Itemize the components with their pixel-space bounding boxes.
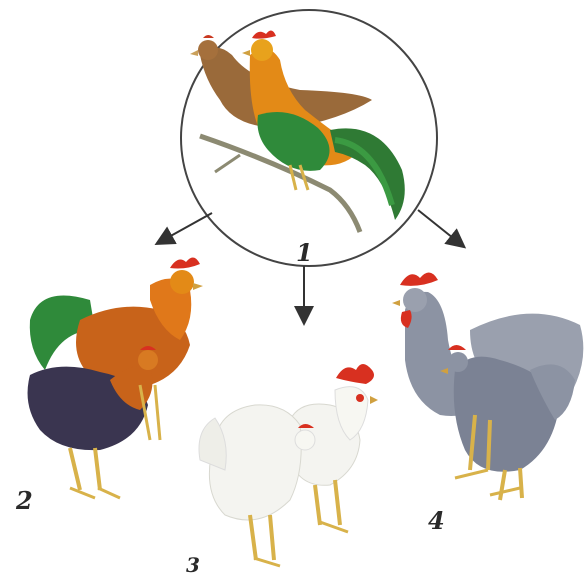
label-breed-4: 4 bbox=[428, 506, 445, 535]
arrow-to-breed-4 bbox=[418, 210, 463, 246]
breed-3-birds bbox=[199, 364, 378, 566]
label-ancestor: 1 bbox=[296, 238, 313, 267]
label-breed-3: 3 bbox=[186, 553, 200, 577]
label-breed-2: 2 bbox=[16, 486, 33, 515]
breed-4-birds bbox=[392, 272, 583, 500]
arrow-to-breed-2 bbox=[158, 213, 212, 243]
breed-2-birds bbox=[28, 257, 203, 498]
